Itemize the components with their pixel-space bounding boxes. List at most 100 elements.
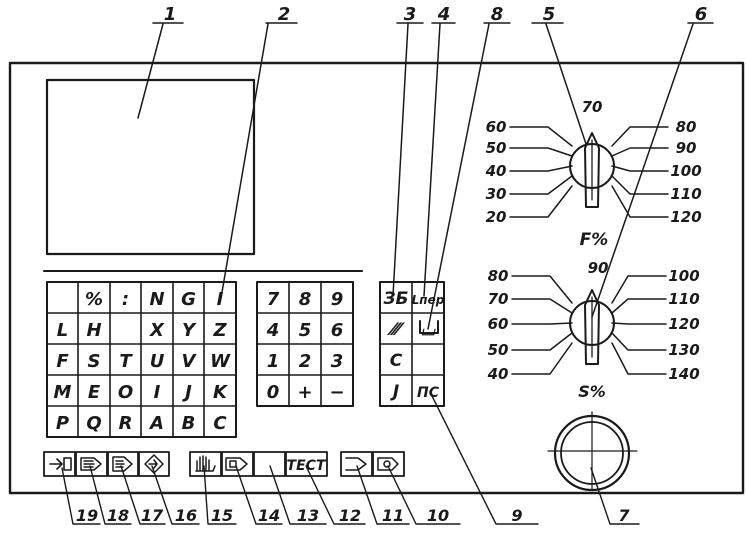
callout-7: 7: [618, 506, 630, 525]
callout-11: 11: [382, 506, 404, 525]
callout-10: 10: [427, 506, 449, 525]
mode-key-18[interactable]: [75, 451, 108, 477]
num-key-label: 9: [331, 289, 344, 310]
callout-9: 9: [511, 506, 522, 525]
alpha-key-label: O: [118, 382, 133, 403]
alpha-key-label: U: [150, 351, 165, 372]
dial-left-label: 30: [486, 185, 507, 203]
spindle-dial[interactable]: [569, 289, 615, 365]
dial-tick-line: [611, 126, 669, 147]
num-key-label: −: [329, 382, 344, 403]
callout-19: 19: [76, 506, 98, 525]
num-key-label: 0: [267, 382, 280, 403]
dial-tick-line: [511, 275, 573, 304]
alpha-key-label: E: [88, 382, 101, 403]
dial-left-label: 60: [488, 315, 509, 333]
dial-right-label: 130: [668, 341, 699, 359]
dial-tick-line: [611, 332, 667, 351]
mode-key-19[interactable]: [43, 451, 76, 477]
alpha-key-label: A: [148, 413, 164, 434]
func-key-label: ПС: [417, 385, 440, 401]
feed-dial-title: F%: [580, 230, 609, 250]
alpha-key-label: H: [86, 320, 101, 341]
emergency-stop-button[interactable]: [547, 411, 638, 492]
dial-right-label: 110: [670, 185, 701, 203]
mode-key-11[interactable]: [340, 451, 373, 477]
num-key-label: 4: [266, 320, 280, 341]
dial-tick-line: [509, 126, 573, 147]
callout-15: 15: [211, 506, 233, 525]
num-key-label: 6: [331, 320, 344, 341]
alpha-key-label: M: [54, 382, 72, 403]
dial-right-label: 140: [668, 365, 699, 383]
dial-left-label: 40: [487, 365, 509, 383]
alpha-key-label: S: [88, 351, 101, 372]
dial-right-label: 120: [668, 315, 699, 333]
alpha-key-label: T: [119, 351, 133, 372]
num-key-label: 1: [267, 351, 280, 372]
callout-8: 8: [491, 4, 504, 25]
dial-left-label: 40: [485, 162, 507, 180]
dial-tick-line: [511, 342, 573, 375]
callout-5: 5: [543, 4, 556, 25]
dial-left-label: 70: [488, 290, 509, 308]
alpha-key-label: I: [217, 289, 224, 310]
dial-tick-line: [509, 165, 573, 172]
alpha-keypad: [46, 281, 237, 438]
callout-4: 4: [437, 4, 451, 25]
alpha-key-label: %: [85, 289, 103, 310]
feed-dial[interactable]: [569, 132, 615, 208]
alpha-key-label: N: [149, 289, 164, 310]
spindle-dial-title: S%: [578, 382, 606, 401]
func-key-label: ЗБ: [382, 289, 408, 309]
callout-1: 1: [164, 4, 177, 25]
mode-key-15[interactable]: [189, 451, 222, 477]
func-key-label: J: [390, 382, 399, 402]
callout-14: 14: [258, 506, 280, 525]
alpha-key-label: J: [182, 382, 192, 403]
dial-right-label: 120: [670, 208, 701, 226]
mode-key-13[interactable]: [253, 451, 286, 477]
leader-lines-top: [137, 22, 714, 330]
dial-tick-line: [611, 165, 669, 172]
alpha-key-label: K: [213, 382, 229, 403]
dial-tick-line: [611, 175, 669, 195]
alpha-key-label: F: [56, 351, 69, 372]
callout-6: 6: [695, 4, 708, 25]
leader-lines-bottom: [61, 391, 640, 525]
dial-right-label: 90: [676, 139, 697, 157]
mode-key-14[interactable]: [221, 451, 254, 477]
mode-key-10[interactable]: [372, 451, 405, 477]
dial-tick-line: [611, 185, 669, 218]
alpha-key-label: Q: [86, 413, 101, 434]
mode-key-16[interactable]: [138, 451, 170, 477]
alpha-key-label: W: [210, 351, 231, 372]
func-key-label: C: [390, 351, 403, 371]
num-key-label: 8: [299, 289, 312, 310]
dial-tick-line: [611, 342, 667, 375]
feed-dial-top-label: 70: [582, 98, 603, 116]
dial-tick-line: [511, 332, 573, 351]
mode-keys-row: ТЕСТ: [43, 451, 405, 477]
dial-tick-line: [511, 298, 573, 314]
num-key-label: 2: [299, 351, 312, 372]
func-key-label: ⁄⁄⁄: [387, 320, 406, 340]
dial-tick-line: [611, 275, 667, 304]
dial-left-label: 50: [488, 341, 509, 359]
display-screen[interactable]: [45, 78, 256, 256]
dial-tick-line: [611, 322, 667, 325]
alpha-key-label: Z: [212, 320, 227, 341]
alpha-key-label: V: [182, 351, 198, 372]
test-key[interactable]: [285, 451, 328, 477]
dial-tick-line: [511, 322, 573, 325]
alpha-key-label: X: [149, 320, 165, 341]
dial-tick-line: [509, 175, 573, 195]
mode-key-17[interactable]: [107, 451, 139, 477]
alpha-key-label: R: [119, 413, 133, 434]
dial-right-label: 80: [676, 118, 697, 136]
dial-right-label: 100: [670, 162, 701, 180]
func-key-label: Lпер: [412, 293, 445, 307]
